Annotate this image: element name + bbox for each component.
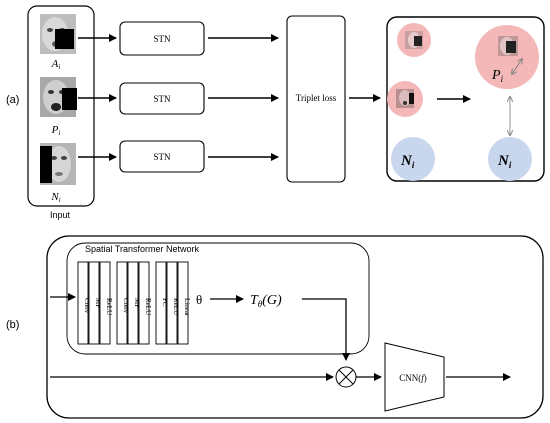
- inner-distance-arrow: [512, 59, 522, 74]
- svg-text:Conv: Conv: [83, 298, 91, 314]
- face-image-anchor: [40, 14, 76, 54]
- cnn-block: [384, 342, 445, 412]
- svg-text:ReLU: ReLU: [172, 298, 180, 315]
- stn-label-anchor: STN: [153, 34, 171, 44]
- negative-embedding-circle-left: [391, 137, 435, 181]
- anchor-embedding-thumb: [405, 31, 423, 49]
- layer-linear: Linear: [177, 261, 191, 345]
- svg-text:MP: MP: [94, 298, 102, 308]
- anchor-label: Ai: [51, 58, 61, 71]
- negative-embedding-circle-right: [488, 137, 532, 181]
- layer-mp-1: MP: [88, 261, 102, 345]
- stn-label-positive: STN: [153, 94, 171, 104]
- negative-label: Ni: [50, 191, 60, 204]
- transform-label: Tθ(G): [250, 293, 282, 309]
- theta-symbol: θ: [196, 292, 202, 307]
- svg-text:Linear: Linear: [183, 298, 191, 317]
- layer-stack: Conv MP ReLU Conv MP ReLU FC ReLU: [77, 261, 191, 345]
- layer-relu-3: ReLU: [166, 261, 180, 345]
- triplet-loss-box: [286, 15, 346, 183]
- svg-text:MP: MP: [133, 298, 141, 308]
- panel-b-label: (b): [6, 319, 19, 331]
- positive-cluster-circle: [475, 25, 539, 89]
- face-image-negative: [40, 143, 76, 185]
- stn-title: Spatial Transformer Network: [85, 244, 200, 254]
- positive-label: Pi: [51, 124, 61, 137]
- positive-cluster-label: Pi: [491, 68, 504, 84]
- face-image-positive: [40, 77, 77, 117]
- layer-relu-2: ReLU: [138, 261, 152, 345]
- svg-text:ReLU: ReLU: [105, 298, 113, 315]
- svg-text:Conv: Conv: [122, 298, 130, 314]
- triplet-loss-label: Triplet loss: [296, 93, 337, 103]
- input-box: [27, 5, 95, 207]
- cnn-label: CNN(f): [399, 373, 427, 383]
- model-outer-box: [46, 235, 544, 419]
- cluster-thumb: [498, 36, 518, 56]
- layer-relu-1: ReLU: [99, 261, 113, 345]
- svg-text:ReLU: ReLU: [144, 298, 152, 315]
- negative-label-right: Ni: [497, 153, 512, 170]
- stn-inner-box: [66, 242, 370, 355]
- layer-conv-2: Conv: [116, 261, 130, 345]
- layer-fc: FC: [155, 261, 169, 345]
- sampler-multiply-node: [335, 366, 357, 388]
- negative-label-left: Ni: [400, 153, 415, 170]
- stn-label-negative: STN: [153, 152, 171, 162]
- input-caption: Input: [50, 210, 71, 220]
- positive-embedding-thumb: [396, 89, 414, 108]
- stn-box-negative: [119, 140, 205, 173]
- layer-conv-1: Conv: [77, 261, 91, 345]
- arrow-transform-to-sampler: [302, 298, 350, 361]
- stn-box-anchor: [119, 21, 205, 56]
- panel-a-label: (a): [6, 94, 19, 106]
- layer-mp-2: MP: [127, 261, 141, 345]
- stn-box-positive: [119, 82, 205, 115]
- svg-text:FC: FC: [161, 298, 169, 307]
